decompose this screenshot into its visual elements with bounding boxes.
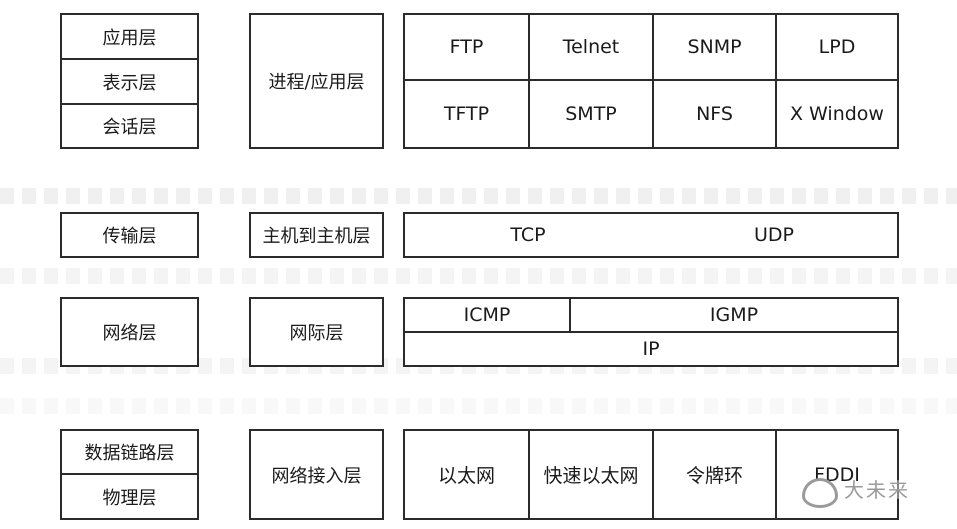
divider — [405, 79, 897, 81]
background-text-bleed — [0, 398, 957, 414]
application-protocols-grid: FTP Telnet SNMP LPD TFTP SMTP NFS X Wind… — [403, 13, 899, 149]
background-text-bleed — [0, 268, 957, 284]
osi-datalink-layer: 数据链路层 — [84, 443, 175, 464]
divider — [652, 15, 654, 147]
osi-network-box: 网络层 — [60, 297, 199, 367]
protocol-lpd: LPD — [818, 36, 856, 58]
divider — [775, 431, 777, 518]
watermark-text: 大未来 — [844, 478, 910, 502]
divider — [528, 15, 530, 147]
divider — [62, 103, 197, 105]
osi-presentation-layer: 表示层 — [102, 72, 157, 94]
protocol-ip: IP — [642, 338, 660, 360]
divider — [405, 331, 897, 333]
divider — [569, 299, 571, 331]
osi-physical-layer: 物理层 — [102, 487, 157, 509]
osi-transport-box: 传输层 — [60, 212, 199, 258]
tcpip-network-access-box: 网络接入层 — [249, 429, 384, 520]
transport-protocols-box: TCP UDP — [403, 212, 899, 258]
protocol-ethernet: 以太网 — [437, 465, 495, 487]
protocol-x-window: X Window — [790, 103, 884, 125]
watermark: 大未来 — [800, 470, 950, 520]
protocol-snmp: SNMP — [687, 36, 742, 58]
tcpip-host-to-host-layer: 主机到主机层 — [262, 226, 371, 247]
wechat-logo-icon — [802, 478, 838, 508]
internet-protocols-box: ICMP IGMP IP — [403, 297, 899, 367]
protocol-igmp: IGMP — [709, 304, 759, 326]
protocol-nfs: NFS — [696, 103, 733, 125]
protocol-token-ring: 令牌环 — [685, 465, 743, 487]
osi-network-layer: 网络层 — [102, 323, 157, 344]
divider — [528, 431, 530, 518]
tcpip-process-application-layer: 进程/应用层 — [268, 72, 365, 93]
tcpip-internet-box: 网际层 — [249, 297, 384, 367]
protocol-icmp: ICMP — [463, 304, 511, 326]
divider — [62, 473, 197, 475]
protocol-udp: UDP — [754, 224, 794, 246]
divider — [775, 15, 777, 147]
protocol-telnet: Telnet — [562, 36, 620, 58]
divider — [62, 58, 197, 60]
tcpip-internet-layer: 网际层 — [289, 323, 344, 344]
tcpip-network-access-layer: 网络接入层 — [271, 465, 362, 487]
tcpip-host-box: 主机到主机层 — [249, 212, 384, 258]
protocol-smtp: SMTP — [565, 103, 617, 125]
osi-upper-group: 应用层 表示层 会话层 — [60, 13, 199, 149]
tcpip-process-box: 进程/应用层 — [249, 13, 384, 149]
osi-lower-group: 数据链路层 物理层 — [60, 429, 199, 520]
protocol-tcp: TCP — [510, 224, 546, 246]
osi-application-layer: 应用层 — [102, 27, 157, 49]
protocol-tftp: TFTP — [443, 103, 490, 125]
protocol-ftp: FTP — [449, 36, 484, 58]
osi-session-layer: 会话层 — [102, 117, 157, 138]
divider — [652, 431, 654, 518]
protocol-fast-ethernet: 快速以太网 — [543, 465, 639, 487]
osi-transport-layer: 传输层 — [102, 226, 157, 247]
background-text-bleed — [0, 188, 957, 204]
